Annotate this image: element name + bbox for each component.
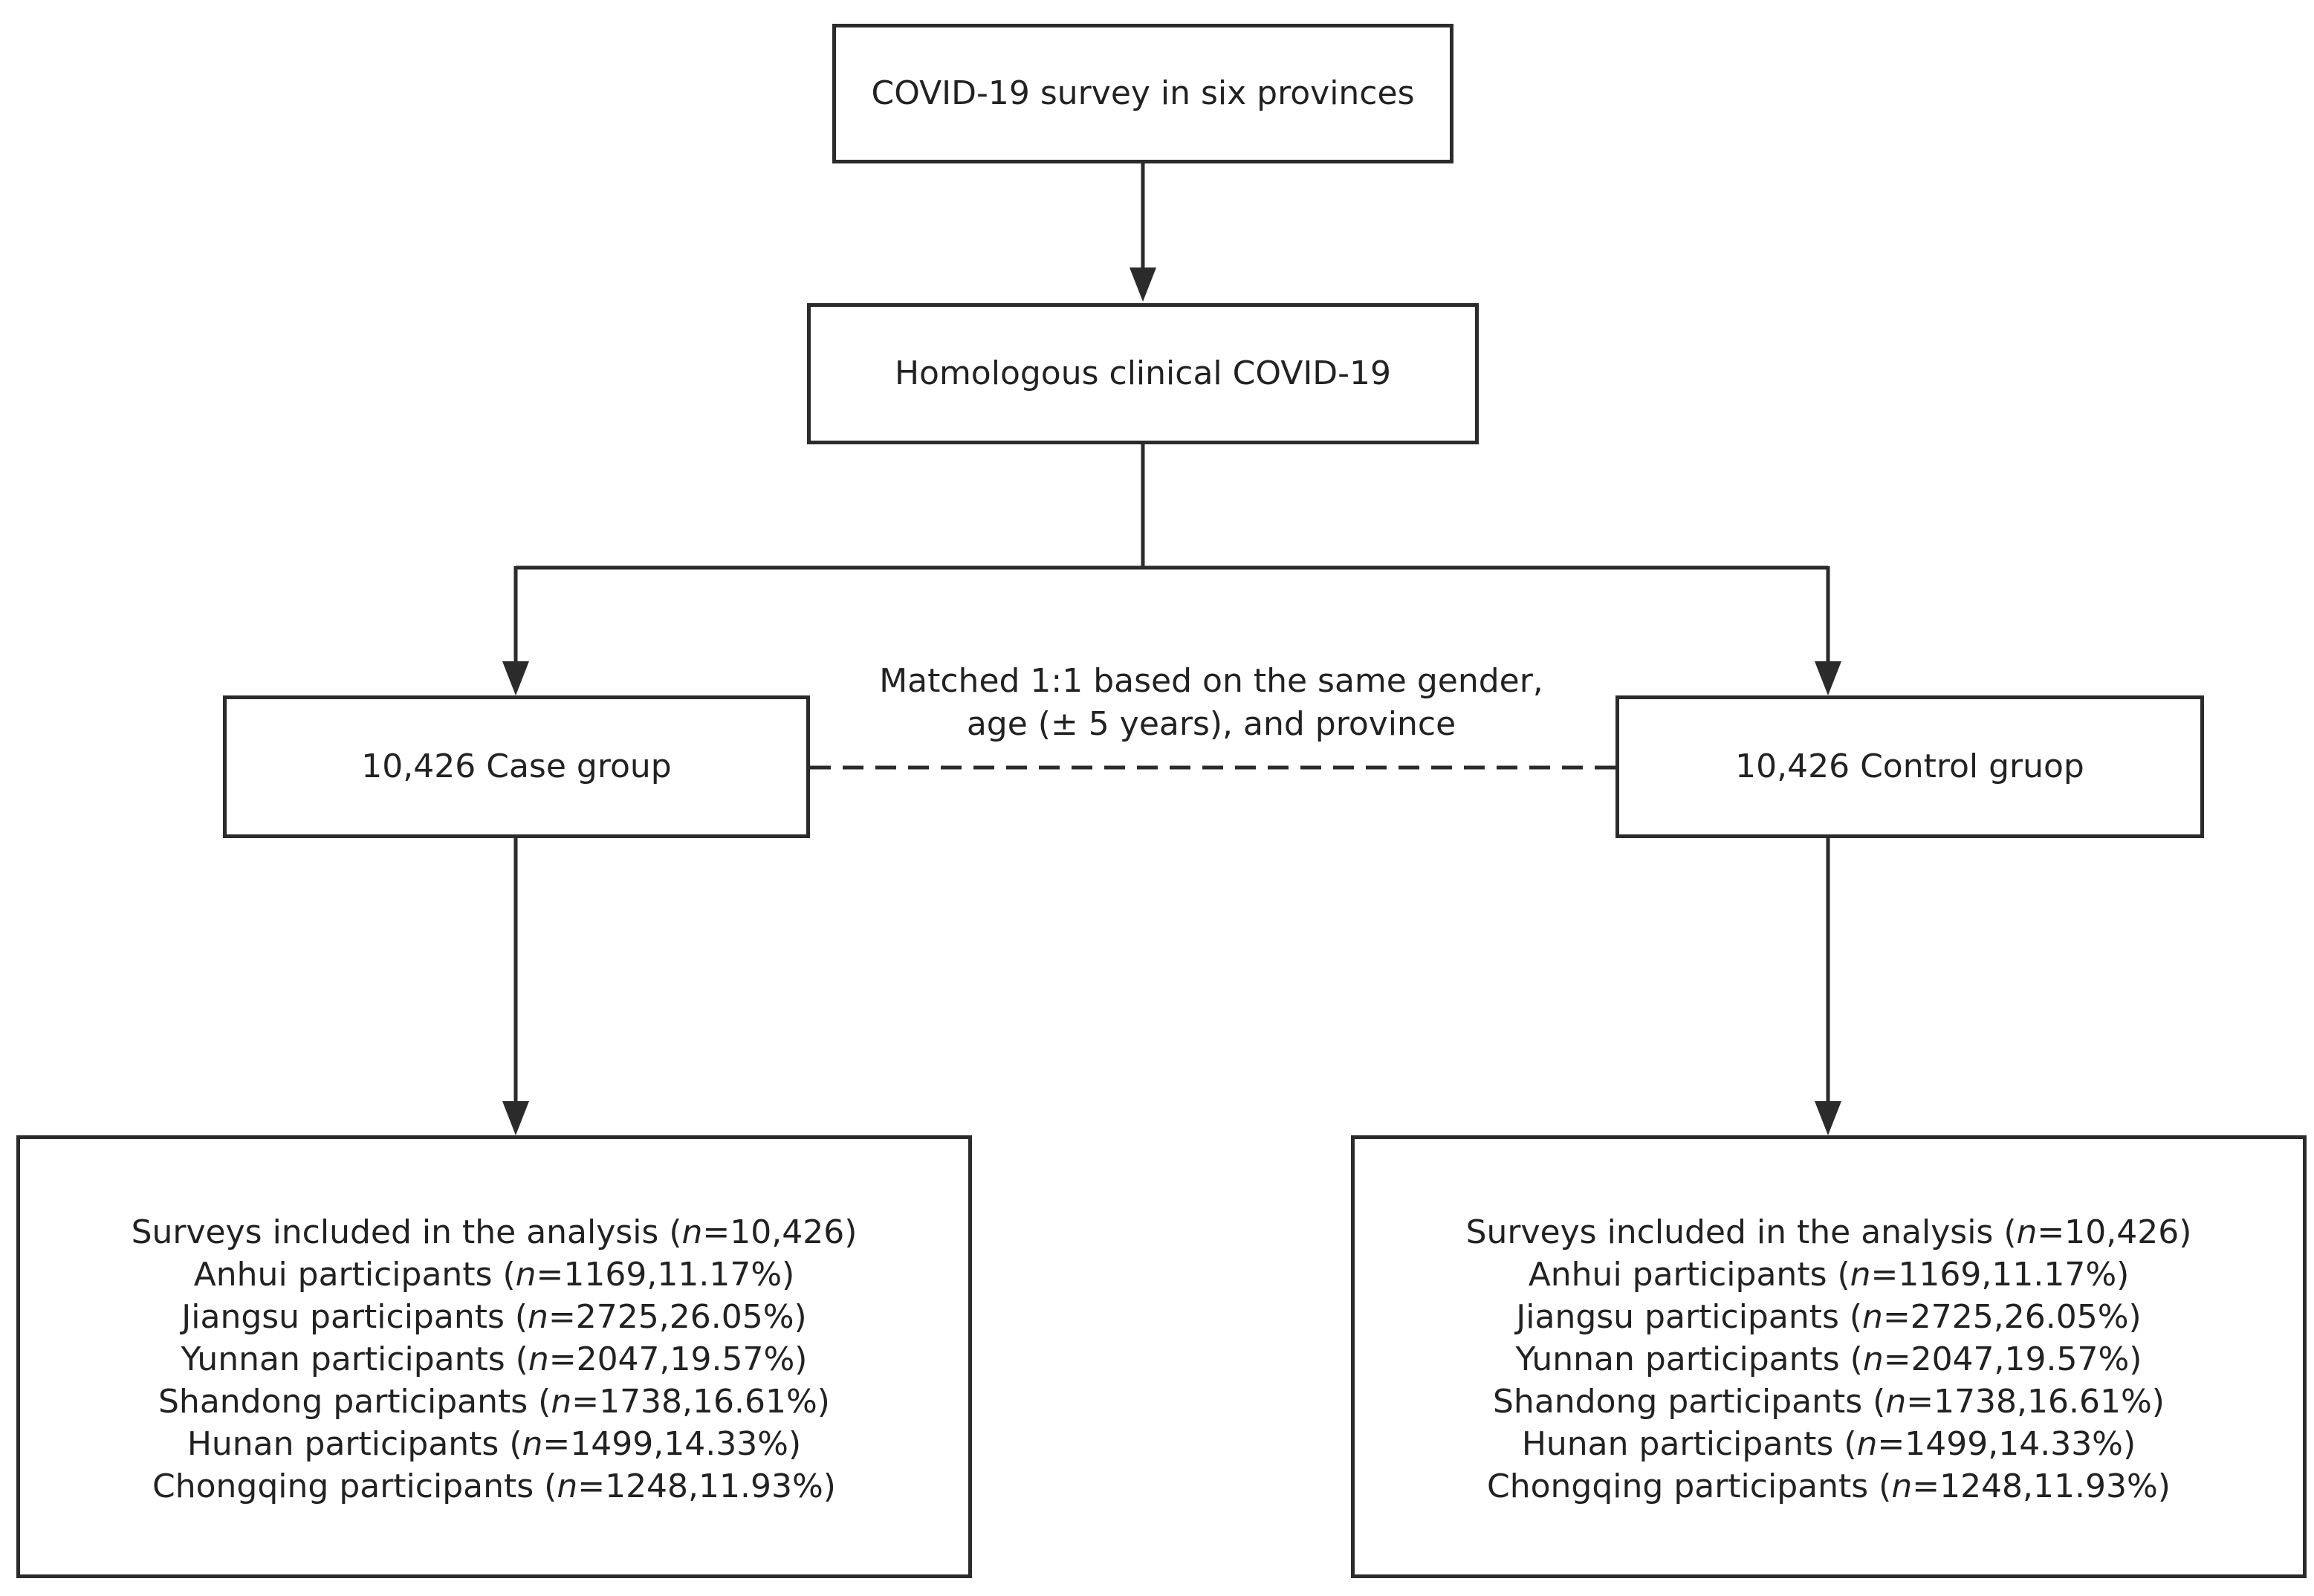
match-note-line-1: Matched 1:1 based on the same gender, [879,662,1543,700]
control-detail-row: Chongqing participants (n=1248,11.93%) [1487,1467,2171,1505]
case-detail-row: Shandong participants (n=1738,16.61%) [158,1382,830,1421]
arrowhead-split-to-case [502,661,529,695]
arrowhead-control-to-details [1815,1101,1841,1135]
control-detail-row: Jiangsu participants (n=2725,26.05%) [1516,1297,2142,1336]
control-detail-row: Shandong participants (n=1738,16.61%) [1493,1382,2165,1421]
control-details-box: Surveys included in the analysis (n=10,4… [1351,1135,2307,1578]
case-detail-row: Surveys included in the analysis (n=10,4… [131,1213,858,1251]
case-details-list: Surveys included in the analysis (n=10,4… [132,1207,858,1508]
control-details-list: Surveys included in the analysis (n=10,4… [1466,1207,2192,1508]
node-survey-label: COVID-19 survey in six provinces [871,74,1415,112]
arrowhead-top-to-middle [1130,267,1156,302]
node-control-group: 10,426 Control gruop [1615,695,2204,838]
node-case-group: 10,426 Case group [223,695,810,838]
match-note: Matched 1:1 based on the same gender, ag… [803,660,1620,746]
node-homologous-clinical: Homologous clinical COVID-19 [807,303,1479,444]
node-homologous-label: Homologous clinical COVID-19 [894,354,1392,392]
case-detail-row: Jiangsu participants (n=2725,26.05%) [181,1297,807,1336]
case-detail-row: Hunan participants (n=1499,14.33%) [187,1424,802,1463]
case-detail-row: Chongqing participants (n=1248,11.93%) [152,1467,836,1505]
control-detail-row: Yunnan participants (n=2047,19.57%) [1515,1340,2142,1378]
node-control-label: 10,426 Control gruop [1735,747,2084,785]
node-survey: COVID-19 survey in six provinces [832,24,1453,163]
case-detail-row: Anhui participants (n=1169,11.17%) [193,1255,795,1294]
case-detail-row: Yunnan participants (n=2047,19.57%) [181,1340,808,1378]
arrowhead-case-to-details [502,1101,529,1135]
match-note-line-2: age (± 5 years), and province [966,705,1456,743]
arrowhead-split-to-control [1815,661,1841,695]
node-case-label: 10,426 Case group [361,747,672,785]
control-detail-row: Surveys included in the analysis (n=10,4… [1465,1213,2192,1251]
control-detail-row: Hunan participants (n=1499,14.33%) [1521,1424,2136,1463]
case-details-box: Surveys included in the analysis (n=10,4… [16,1135,972,1578]
control-detail-row: Anhui participants (n=1169,11.17%) [1528,1255,2130,1294]
